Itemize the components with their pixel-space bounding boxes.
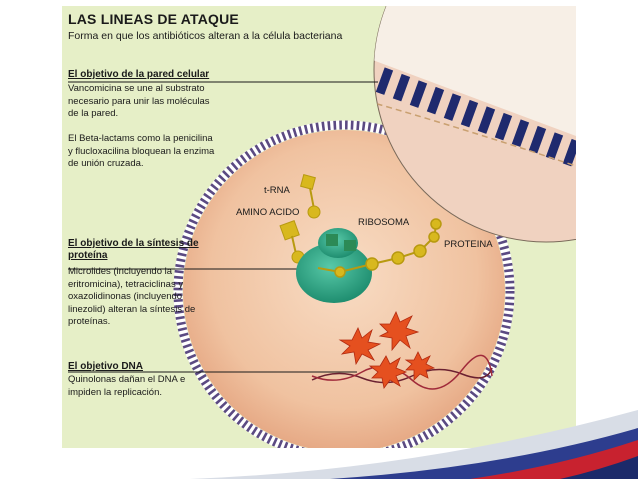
wall-molecule — [562, 138, 576, 167]
dna-strand — [311, 354, 493, 390]
cell-wall-zoom — [373, 6, 576, 243]
cell-wall-ticks — [173, 120, 515, 448]
dna-text: Quinolonas dañan el DNA e impiden la rep… — [68, 374, 186, 398]
dna-heading: El objetivo DNA — [68, 361, 144, 372]
wall-molecule — [426, 86, 445, 115]
cell-illustration — [68, 6, 576, 448]
wall-molecule — [494, 112, 513, 141]
cell-wall-heading: El objetivo de la pared celular — [68, 69, 210, 80]
cell-wall-text-2: El Beta-lactams como la penicilina y flu… — [68, 133, 215, 169]
wall-molecule — [460, 99, 479, 128]
wall-molecule — [511, 119, 530, 147]
cell-wall-text-1: Vancomicina se une al substrato necesari… — [68, 83, 210, 119]
page-title: LAS LINEAS DE ATAQUE — [68, 11, 239, 27]
amino-acid-label: AMINO ACIDO — [236, 207, 300, 218]
diagram-panel: LAS LINEAS DE ATAQUE Forma en que los an… — [62, 6, 576, 448]
trna — [279, 174, 321, 264]
wall-molecule — [409, 80, 428, 108]
ribosome-label: RIBOSOMA — [358, 217, 410, 228]
wall-molecule — [443, 93, 462, 121]
protein-chain — [317, 218, 442, 278]
protein-synthesis-text: Microlides (incluyendo la eritromicina),… — [68, 266, 196, 327]
wall-molecule — [392, 73, 411, 102]
dna-damage — [338, 311, 436, 389]
ribosome — [296, 228, 372, 303]
protein-label: PROTEINA — [444, 239, 493, 250]
trna-label: t-RNA — [264, 185, 290, 196]
wall-molecule — [528, 125, 547, 154]
wall-molecule — [545, 132, 564, 160]
wall-molecule — [375, 67, 394, 95]
page-subtitle: Forma en que los antibióticos alteran a … — [68, 30, 343, 42]
wall-molecule — [477, 106, 496, 134]
protein-synthesis-heading: El objetivo de la síntesis de proteína — [68, 238, 199, 261]
